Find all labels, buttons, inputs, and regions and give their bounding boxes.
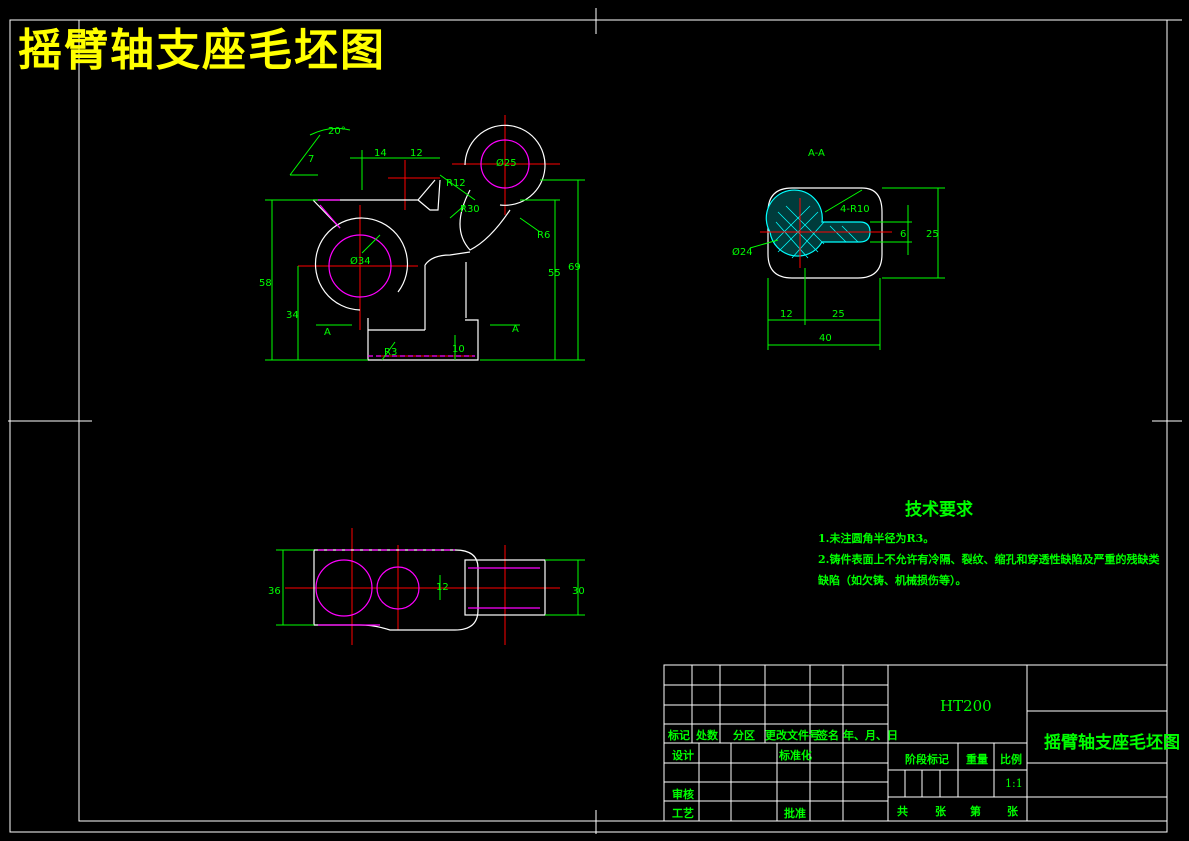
dim-12-top: 12 [436, 582, 449, 593]
dim-6: 6 [900, 229, 906, 240]
front-view: 20° 7 14 12 Ø25 R12 R30 R6 Ø34 58 34 R3 … [259, 115, 585, 361]
section-view: A-A [732, 148, 945, 350]
dim-25-section: 25 [832, 309, 845, 320]
header-change-doc: 更改文件号 [765, 729, 820, 742]
scale-value: 1:1 [1005, 777, 1023, 790]
drawing-title: 摇臂轴支座毛坯图 [18, 25, 386, 76]
dim-12: 12 [410, 148, 423, 159]
role-approve: 批准 [784, 807, 806, 820]
role-process: 工艺 [672, 807, 694, 820]
role-standardization: 标准化 [779, 749, 812, 762]
role-review: 审核 [672, 788, 694, 801]
tech-requirement-line-3: 缺陷（如欠铸、机械损伤等）。 [818, 574, 967, 587]
dim-dia25: Ø25 [496, 157, 517, 169]
sheet-unit-label-2: 张 [1007, 805, 1018, 818]
dim-r6: R6 [537, 230, 550, 241]
part-name: 摇臂轴支座毛坯图 [1044, 733, 1180, 753]
dim-36: 36 [268, 586, 281, 597]
header-date: 年、月、日 [843, 729, 898, 742]
inner-frame [78, 19, 1168, 822]
dim-10: 10 [452, 344, 465, 355]
dim-r12: R12 [446, 178, 466, 189]
weight-label: 重量 [966, 753, 988, 766]
dim-dia24: Ø24 [732, 246, 753, 258]
scale-label: 比例 [1000, 753, 1022, 766]
tech-requirements-title: 技术要求 [905, 500, 973, 520]
cut-mark-right: A [512, 324, 519, 335]
dim-55: 55 [548, 268, 561, 279]
dim-r30: R30 [460, 204, 480, 215]
sheet-index-label: 第 [970, 805, 981, 818]
dim-r3: R3 [384, 347, 397, 358]
dim-34: 34 [286, 310, 299, 321]
centering-marks [8, 8, 1182, 834]
dim-69: 69 [568, 262, 581, 273]
header-count: 处数 [696, 729, 718, 742]
section-label: A-A [808, 148, 825, 159]
material: HT200 [940, 697, 992, 715]
header-mark: 标记 [668, 729, 690, 742]
outer-frame [9, 19, 1168, 833]
dim-25-height: 25 [926, 229, 939, 240]
dim-7: 7 [308, 154, 314, 165]
dim-4r10: 4-R10 [840, 204, 870, 215]
stage-label: 阶段标记 [905, 753, 949, 766]
header-signature: 签名 [817, 729, 839, 742]
sheet-total-label: 共 [897, 805, 908, 818]
tech-requirement-line-1: 1.未注圆角半径为R3。 [818, 532, 935, 545]
dim-dia34: Ø34 [350, 255, 371, 267]
tech-requirement-line-2: 2.铸件表面上不允许有冷隔、裂纹、缩孔和穿透性缺陷及严重的残缺类 [818, 553, 1160, 566]
dim-40: 40 [819, 333, 832, 344]
role-design: 设计 [672, 749, 694, 762]
dim-14: 14 [374, 148, 387, 159]
dim-angle: 20° [328, 126, 346, 137]
dim-12-section: 12 [780, 309, 793, 320]
top-view: 36 12 30 [268, 528, 585, 645]
sheet-unit-label-1: 张 [935, 805, 946, 818]
title-block-grid [663, 664, 1168, 822]
dim-30: 30 [572, 586, 585, 597]
cut-mark-left: A [324, 327, 331, 338]
dim-58: 58 [259, 278, 272, 289]
header-zone: 分区 [733, 729, 755, 742]
